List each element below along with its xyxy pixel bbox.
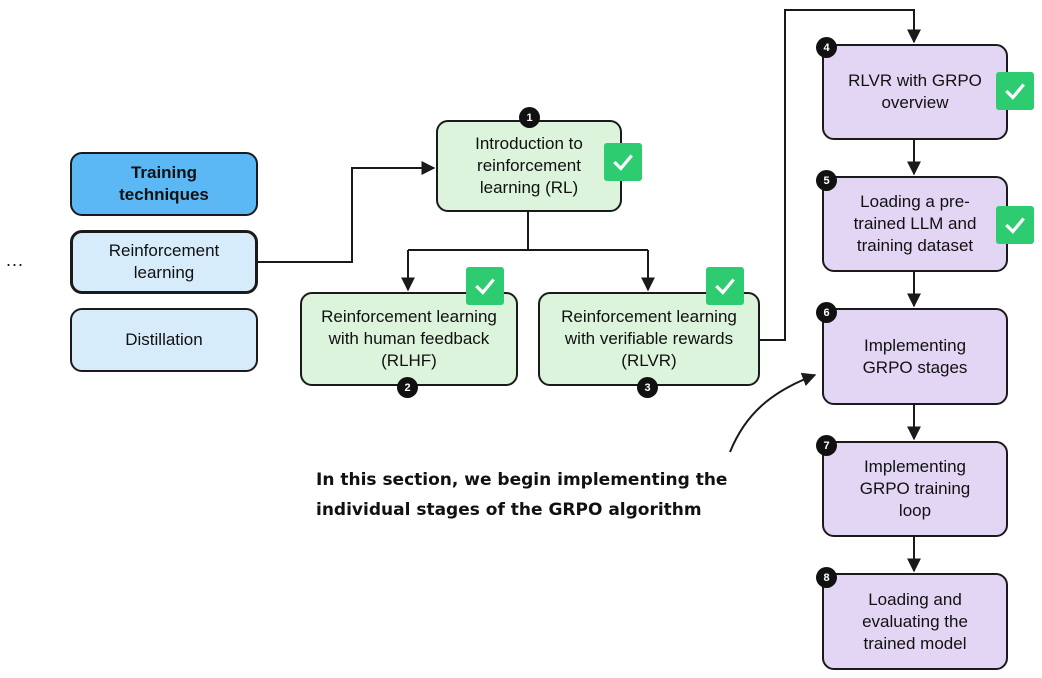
checkmark-icon (604, 143, 642, 181)
checkmark-icon (996, 72, 1034, 110)
arrow-rlvr-to-grpo (760, 9, 921, 341)
node-rlvr-grpo-overview[interactable]: RLVR with GRPO overview (822, 44, 1008, 140)
node-8-badge: 8 (816, 567, 837, 588)
node-grpo-stages[interactable]: Implementing GRPO stages (822, 308, 1008, 405)
node-3-badge: 3 (637, 377, 658, 398)
node-2-badge: 2 (397, 377, 418, 398)
checkmark-icon (996, 206, 1034, 244)
checkmark-icon (466, 267, 504, 305)
node-1-badge: 1 (519, 107, 540, 128)
ellipsis: ... (6, 250, 25, 270)
node-grpo-training-loop[interactable]: Implementing GRPO training loop (822, 441, 1008, 537)
node-6-badge: 6 (816, 302, 837, 323)
annotation-text: In this section, we begin implementing t… (316, 470, 728, 520)
reinforcement-learning-box[interactable]: Reinforcement learning (70, 230, 258, 294)
checkmark-icon (706, 267, 744, 305)
node-rlhf[interactable]: Reinforcement learning with human feedba… (300, 292, 518, 386)
node-load-llm-dataset[interactable]: Loading a pre- trained LLM and training … (822, 176, 1008, 272)
node-rlvr[interactable]: Reinforcement learning with verifiable r… (538, 292, 760, 386)
node-5-badge: 5 (816, 170, 837, 191)
distillation-box[interactable]: Distillation (70, 308, 258, 372)
training-techniques-box[interactable]: Training techniques (70, 152, 258, 216)
arrow-rl-to-intro (258, 161, 436, 263)
node-load-evaluate-model[interactable]: Loading and evaluating the trained model (822, 573, 1008, 670)
node-4-badge: 4 (816, 37, 837, 58)
node-7-badge: 7 (816, 435, 837, 456)
arrow-to-rlhf (408, 249, 648, 290)
annotation-curve-arrow (729, 372, 817, 453)
node-intro-rl[interactable]: Introduction to reinforcement learning (… (436, 120, 622, 212)
